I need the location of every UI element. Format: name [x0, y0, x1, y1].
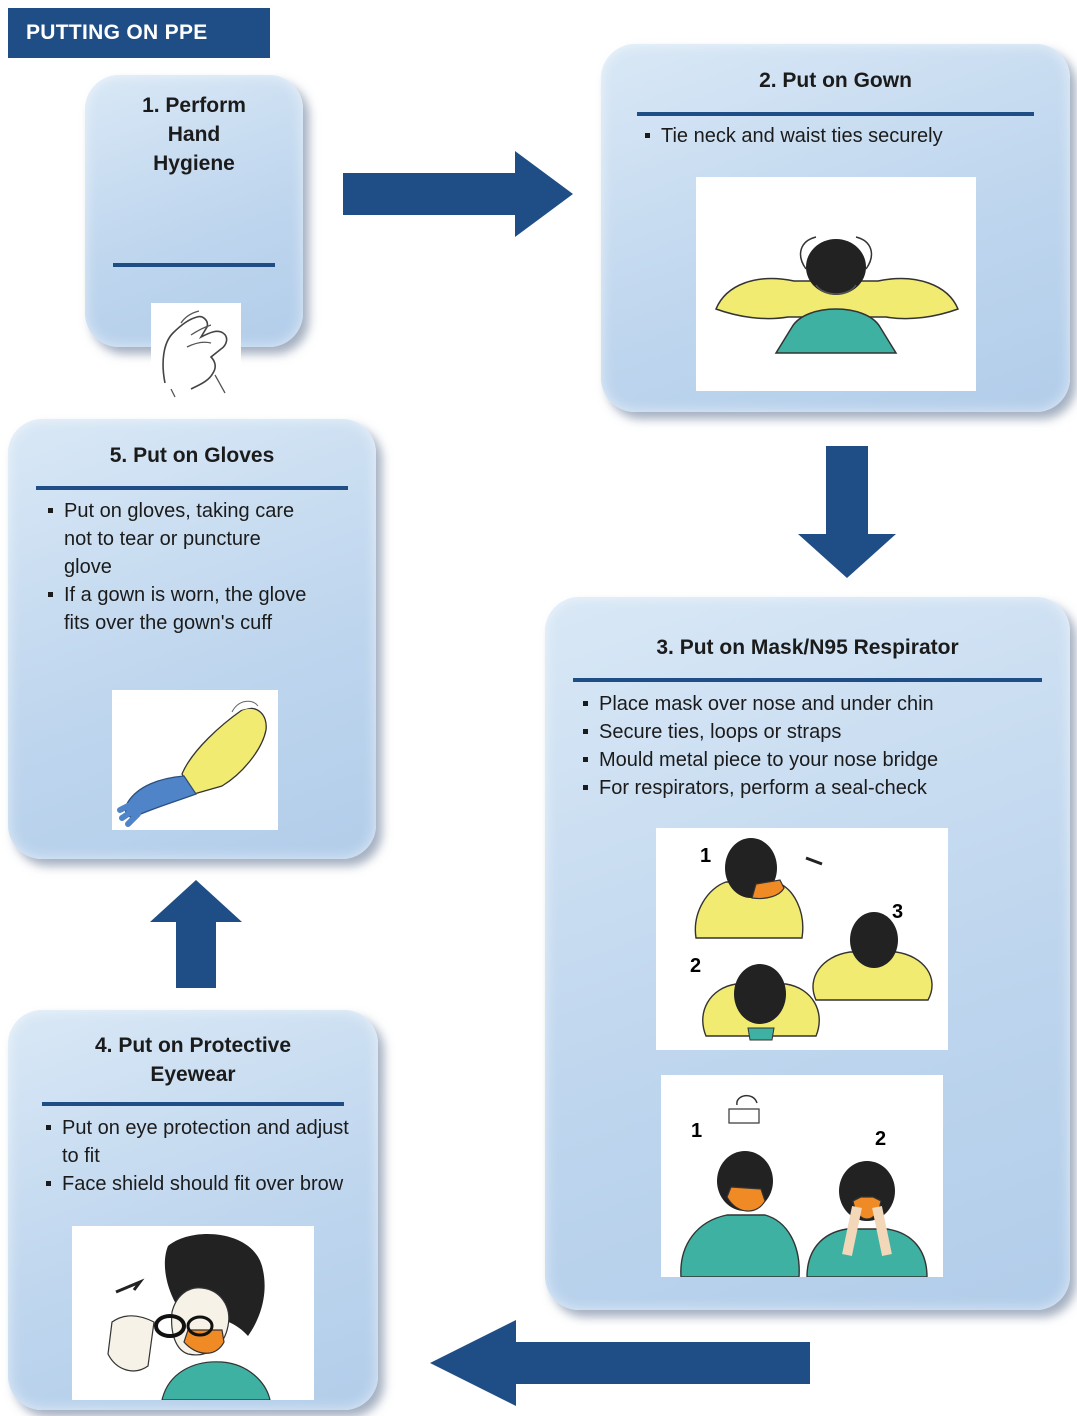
step-5-divider	[36, 486, 348, 490]
step-3-divider	[573, 678, 1042, 682]
step-4-divider	[42, 1102, 344, 1106]
arrow-right-icon	[343, 151, 573, 237]
step-3-bullet: For respirators, perform a seal-check	[577, 774, 1047, 802]
mask-figure-label: 3	[892, 901, 903, 923]
step-2-card: 2. Put on Gown Tie neck and waist ties s…	[601, 44, 1070, 412]
step-2-bullet: Tie neck and waist ties securely	[639, 122, 1049, 150]
step-1-title: 1. Perform Hand Hygiene	[142, 94, 246, 175]
step-2-divider	[637, 112, 1034, 116]
step-4-title: 4. Put on Protective Eyewear	[94, 1034, 292, 1086]
step-3-bullet: Mould metal piece to your nose bridge	[577, 746, 1047, 774]
step-2-bullets: Tie neck and waist ties securely	[639, 122, 1049, 150]
step-4-card: 4. Put on Protective Eyewear Put on eye …	[8, 1010, 378, 1410]
respirator-figure-label: 2	[875, 1128, 886, 1150]
mask-figure-label: 1	[700, 845, 711, 867]
step-1-divider	[113, 263, 275, 267]
mask-icon: 1 2 3	[656, 828, 948, 1050]
step-4-bullet: Put on eye protection and adjust to fit	[40, 1114, 350, 1170]
eyewear-icon	[72, 1226, 314, 1400]
step-4-bullets: Put on eye protection and adjust to fit …	[40, 1114, 350, 1198]
step-5-bullet: If a gown is worn, the glove fits over t…	[42, 581, 312, 637]
page-title: PUTTING ON PPE	[8, 8, 270, 58]
step-2-title: 2. Put on Gown	[759, 69, 912, 92]
step-1-card: 1. Perform Hand Hygiene	[85, 75, 303, 399]
step-5-title: 5. Put on Gloves	[109, 444, 275, 467]
step-5-bullets: Put on gloves, taking care not to tear o…	[42, 497, 312, 637]
step-5-card: 5. Put on Gloves Put on gloves, taking c…	[8, 419, 376, 859]
step-3-title: 3. Put on Mask/N95 Respirator	[656, 636, 959, 659]
step-3-bullet: Place mask over nose and under chin	[577, 690, 1047, 718]
step-5-bullet: Put on gloves, taking care not to tear o…	[42, 497, 312, 581]
hand-hygiene-icon	[151, 303, 241, 399]
mask-figure-label: 2	[690, 955, 701, 977]
arrow-down-icon	[798, 446, 896, 578]
respirator-figure-label: 1	[691, 1120, 702, 1142]
step-4-bullet: Face shield should fit over brow	[40, 1170, 350, 1198]
step-3-bullet: Secure ties, loops or straps	[577, 718, 1047, 746]
arrow-left-icon	[430, 1320, 810, 1406]
step-3-bullets: Place mask over nose and under chin Secu…	[577, 690, 1047, 802]
arrow-up-icon	[150, 880, 242, 988]
gown-icon	[696, 177, 976, 391]
step-3-card: 3. Put on Mask/N95 Respirator Place mask…	[545, 597, 1070, 1310]
glove-icon	[112, 690, 278, 830]
respirator-icon: 1 2	[661, 1075, 943, 1277]
